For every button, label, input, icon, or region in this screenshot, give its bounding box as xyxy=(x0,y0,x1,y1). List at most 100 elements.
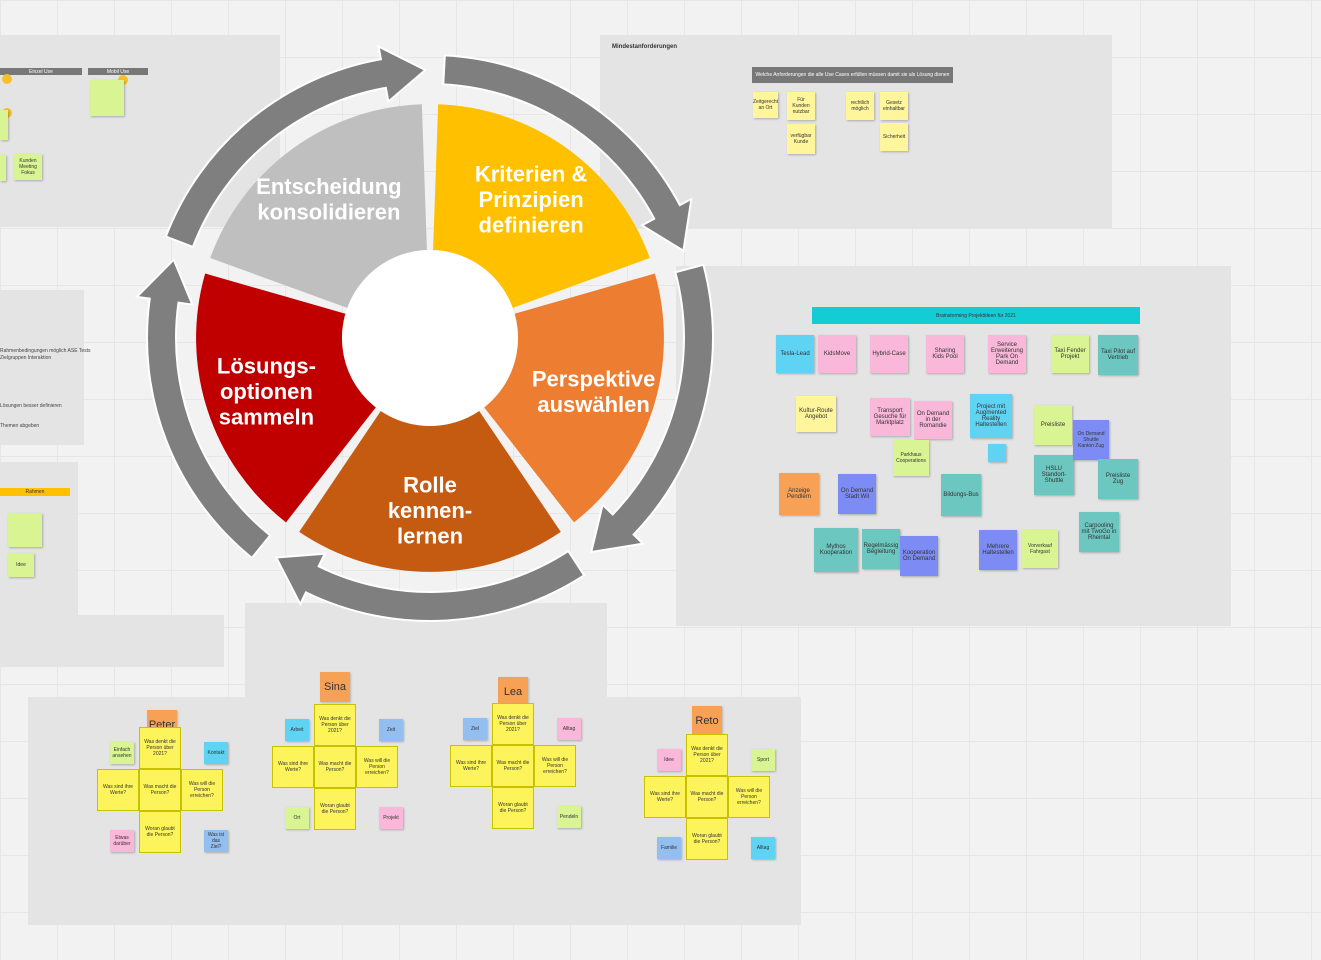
persona-side-note[interactable]: Etwas darüber xyxy=(110,830,134,852)
persona-side-note[interactable]: Ort xyxy=(285,807,309,829)
persona-side-note[interactable]: Arbeit xyxy=(285,719,309,741)
persona-note[interactable]: Was macht die Person? xyxy=(492,745,534,787)
brainstorm-note[interactable]: On Demand Stadt Wil xyxy=(838,474,876,514)
mindest-note[interactable]: Sicherheit xyxy=(880,123,908,151)
persona-note[interactable]: Was macht die Person? xyxy=(139,769,181,811)
brainstorm-note[interactable]: Mehrere Haltestellen xyxy=(979,530,1017,570)
left-top-frame xyxy=(0,35,280,227)
brainstorm-note[interactable] xyxy=(988,444,1006,462)
left-note[interactable] xyxy=(90,80,124,116)
brainstorm-note[interactable]: On Demand in der Romandie xyxy=(914,401,952,439)
persona-note[interactable]: Was macht die Person? xyxy=(314,746,356,788)
persona-note[interactable]: Was will die Person erreichen? xyxy=(356,746,398,788)
left-text: Zielgruppen Interaktion xyxy=(0,355,52,361)
cycle-arrow xyxy=(274,549,586,622)
cycle-arrow xyxy=(589,263,714,554)
brainstorm-note[interactable]: Service Erweiterung Park On Demand xyxy=(988,335,1026,373)
persona-note[interactable]: Was sind ihre Werte? xyxy=(644,776,686,818)
cycle-segment-kriterien xyxy=(433,104,650,308)
persona-note[interactable]: Woran glaubt die Person? xyxy=(686,818,728,860)
brainstorm-note[interactable]: Regelmässig Begleitung xyxy=(862,529,900,569)
left-lower-frame xyxy=(0,615,224,667)
brainstorm-note[interactable]: Project mit Augmented Reality Haltestell… xyxy=(970,394,1012,438)
left-note[interactable]: Kunden Meeting Fokus xyxy=(14,154,42,180)
persona-side-note[interactable]: Pendeln xyxy=(557,806,581,828)
cycle-arrow xyxy=(134,257,272,560)
brainstorm-note[interactable]: Carpooling mit TwoGo in Rheintal xyxy=(1079,512,1119,552)
left-yellow-bar: Rahmen xyxy=(0,488,70,496)
brainstorm-note[interactable]: Anzeige Pendlern xyxy=(779,473,819,515)
brainstorm-note[interactable]: Mythos Kooperation xyxy=(814,528,858,572)
mindest-note[interactable]: Für Kunden nutzbar xyxy=(787,92,815,120)
persona-side-note[interactable]: Projekt xyxy=(379,807,403,829)
left-note[interactable] xyxy=(0,155,6,181)
persona-side-note[interactable]: Was ist das Ziel? xyxy=(204,830,228,852)
brainstorm-note[interactable]: HSLU Standort-Shuttle xyxy=(1034,455,1074,495)
persona-side-note[interactable]: Einfach ansehen xyxy=(110,742,134,764)
brainstorm-note[interactable]: Sharing Kids Pool xyxy=(926,335,964,373)
brainstorm-note[interactable]: Taxi Pilot auf Vertrieb xyxy=(1098,335,1138,375)
mindest-note[interactable]: Gesetz einhaltbar xyxy=(880,92,908,120)
persona-label-lea[interactable]: Lea xyxy=(498,677,528,707)
persona-note[interactable]: Was denkt die Person über 2021? xyxy=(314,704,356,746)
persona-note[interactable]: Was will die Person erreichen? xyxy=(181,769,223,811)
persona-note[interactable]: Was denkt die Person über 2021? xyxy=(139,727,181,769)
brainstorm-note[interactable]: Vorverkauf Fahrgast xyxy=(1022,530,1058,568)
persona-note[interactable]: Was will die Person erreichen? xyxy=(534,745,576,787)
persona-side-note[interactable]: Ziel xyxy=(463,718,487,740)
brainstorm-note[interactable]: Bildungs-Bus xyxy=(941,474,981,516)
persona-label-sina[interactable]: Sina xyxy=(320,672,350,702)
persona-note[interactable]: Was sind ihre Werte? xyxy=(272,746,314,788)
brainstorm-note[interactable]: Kooperation On Demand xyxy=(900,536,938,576)
brainstorm-note[interactable]: On Demand Shuttle Kanton Zug xyxy=(1073,420,1109,460)
persona-note[interactable]: Woran glaubt die Person? xyxy=(139,811,181,853)
brainstorm-note[interactable]: Tesla-Lead xyxy=(776,335,814,373)
persona-note[interactable]: Was denkt die Person über 2021? xyxy=(686,734,728,776)
cycle-center-circle xyxy=(342,250,518,426)
brainstorm-note[interactable]: Taxi Fender Projekt xyxy=(1051,335,1089,373)
brainstorm-note[interactable]: Transport Gesuche für Marktplatz xyxy=(870,398,910,436)
mindest-note[interactable]: Zeitgerecht an Ort xyxy=(753,92,778,118)
left-circle-icon xyxy=(2,74,12,84)
mindest-note[interactable]: verfügbar Kunde xyxy=(787,124,815,154)
persona-note[interactable]: Was will die Person erreichen? xyxy=(728,776,770,818)
persona-label-reto[interactable]: Reto xyxy=(692,706,722,736)
persona-side-note[interactable]: Familie xyxy=(657,837,681,859)
persona-note[interactable]: Was denkt die Person über 2021? xyxy=(492,703,534,745)
brainstorm-note[interactable]: Kultur-Route Angebot xyxy=(796,396,836,432)
persona-side-note[interactable]: Alltag xyxy=(557,718,581,740)
persona-note[interactable]: Woran glaubt die Person? xyxy=(314,788,356,830)
brainstorm-note[interactable]: KidsMove xyxy=(818,335,856,373)
cycle-segment-entscheidung xyxy=(210,104,427,308)
brainstorm-note[interactable]: Preisliste xyxy=(1034,405,1072,445)
left-note[interactable] xyxy=(8,513,42,547)
brainstorm-frame xyxy=(676,266,1231,626)
mindest-note[interactable]: rechtlich möglich xyxy=(846,92,874,120)
persona-note[interactable]: Was sind ihre Werte? xyxy=(450,745,492,787)
brainstorm-note[interactable]: Preisliste Zug xyxy=(1098,459,1138,499)
cycle-arrow xyxy=(164,44,428,249)
brainstorm-note[interactable]: Parkhaus Cooperations xyxy=(893,440,929,476)
left-note[interactable]: Idee xyxy=(8,553,34,577)
persona-note[interactable]: Woran glaubt die Person? xyxy=(492,787,534,829)
brainstorm-note[interactable]: Hybrid-Case xyxy=(870,335,908,373)
persona-side-note[interactable]: Alltag xyxy=(751,837,775,859)
persona-side-note[interactable]: Idee xyxy=(657,749,681,771)
left-text: Themen abgeben xyxy=(0,423,40,429)
persona-side-note[interactable]: Sport xyxy=(751,749,775,771)
persona-side-note[interactable]: Zeit xyxy=(379,719,403,741)
left-note[interactable] xyxy=(0,110,8,140)
left-text: Rahmenbedingungen möglich ASE Tests xyxy=(0,348,91,354)
left-bar-mobil: Mobil Use xyxy=(88,68,148,75)
persona-note[interactable]: Was macht die Person? xyxy=(686,776,728,818)
persona-note[interactable]: Was sind ihre Werte? xyxy=(97,769,139,811)
persona-side-note[interactable]: Kontakt xyxy=(204,742,228,764)
cycle-segment-rolle xyxy=(299,410,561,572)
left-mid-frame xyxy=(0,290,84,445)
mindest-title: Mindestanforderungen xyxy=(612,44,678,50)
